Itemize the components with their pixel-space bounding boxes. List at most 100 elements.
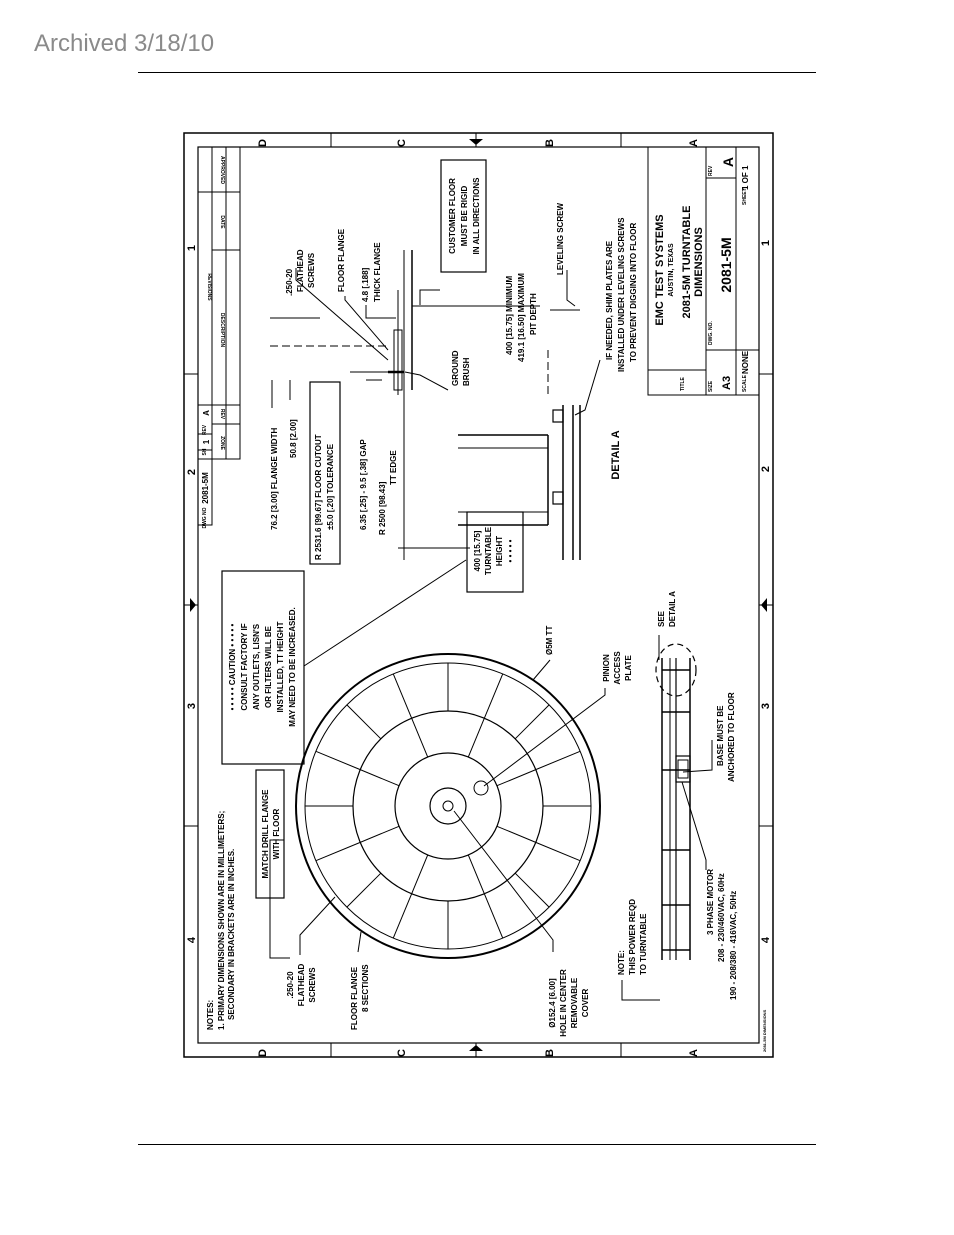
outer-section-line bbox=[315, 841, 361, 862]
zone-number: 4 bbox=[186, 936, 198, 943]
title-label: TITLE bbox=[680, 376, 686, 391]
detail-height-1: 400 [15.75] bbox=[473, 530, 482, 571]
detail-brush-2: BRUSH bbox=[462, 357, 471, 386]
plan-hole-1: Ø152.4 [6.00] bbox=[548, 978, 557, 1028]
flange-section-lines bbox=[305, 663, 591, 949]
caution-line3: ANY OUTLETS, LISN'S bbox=[252, 623, 261, 710]
plan-flange-1: FLOOR FLANGE bbox=[350, 966, 359, 1030]
zone-numbers-left: 1 2 3 4 bbox=[186, 245, 198, 943]
title-dwg: 2081-5M bbox=[718, 237, 734, 292]
title-size-label: SIZE bbox=[708, 380, 714, 392]
pinion-access-plate bbox=[473, 780, 489, 796]
title-line-1: 2081-5M TURNTABLE bbox=[681, 206, 693, 319]
detail-gap: 6.35 [.25] - 9.5 [.38] GAP bbox=[359, 439, 368, 530]
zone-number: 4 bbox=[760, 936, 772, 943]
title-rev: A bbox=[720, 157, 736, 167]
zone-number: 2 bbox=[760, 466, 772, 472]
zone-arrows bbox=[190, 139, 767, 1051]
inner-section-line bbox=[360, 769, 400, 787]
power-note: NOTE: THIS POWER REQD TO TURNTABLE 3 PHA… bbox=[617, 869, 738, 1000]
zone-letter: C bbox=[396, 1049, 408, 1057]
turntable-height-box bbox=[466, 511, 524, 593]
detail-a-leaders bbox=[295, 268, 601, 416]
outer-section-line bbox=[346, 872, 382, 908]
detail-screws-2: FLATHEAD bbox=[296, 249, 305, 292]
plan-screws-3: SCREWS bbox=[308, 967, 317, 1003]
revisions-dwg-no: 2081-5M bbox=[201, 472, 210, 504]
title-sheet: 1 OF 1 bbox=[741, 165, 750, 190]
outer-section-line bbox=[514, 872, 550, 908]
revisions-text: REVISIONS DESCRIPTION DATE APPROVED ZONE… bbox=[202, 156, 225, 529]
inner-section-line bbox=[411, 854, 429, 894]
outer-section-line bbox=[346, 704, 382, 740]
power-note-3: TO TURNTABLE bbox=[639, 913, 648, 975]
zone-letter: A bbox=[688, 139, 700, 147]
zone-letter: D bbox=[257, 139, 269, 147]
plan-pinion-1: PINION bbox=[602, 654, 611, 682]
plan-hole-4: COVER bbox=[581, 989, 590, 1018]
inner-section-line bbox=[411, 718, 429, 758]
header-rule bbox=[138, 72, 816, 73]
match-drill-text: MATCH DRILL FLANGE WITH FLOOR bbox=[261, 789, 281, 879]
turntable-elevation bbox=[655, 643, 697, 960]
detail-rigid-3: IN ALL DIRECTIONS bbox=[472, 177, 481, 255]
zone-letters-bottom: D C B A bbox=[257, 1049, 700, 1057]
caution-text: • • • • • CAUTION • • • • • CONSULT FACT… bbox=[228, 607, 297, 726]
plan-hole-2: HOLE IN CENTER bbox=[559, 969, 568, 1037]
detail-cutout-1: R 2531.6 [99.67] FLOOR CUTOUT bbox=[314, 434, 323, 560]
caution-line4: OR FILTERS WILL BE bbox=[264, 625, 273, 708]
detail-screws-1: .250-20 bbox=[285, 268, 294, 296]
zone-letter: A bbox=[688, 1049, 700, 1057]
outer-section-line bbox=[483, 893, 504, 939]
corner-note: 2081-5M DIMENSIONS bbox=[762, 1009, 767, 1052]
detail-dim-508: 50.8 [2.00] bbox=[289, 419, 298, 458]
detail-rigid-1: CUSTOMER FLOOR bbox=[448, 178, 457, 254]
power-note-2: THIS POWER REQD bbox=[628, 899, 637, 975]
detail-leveling: LEVELING SCREW bbox=[556, 203, 565, 275]
title-city: AUSTIN, TEXAS bbox=[668, 243, 675, 297]
revisions-col-approved: APPROVED bbox=[219, 156, 225, 184]
revisions-rev-value: A bbox=[202, 410, 211, 416]
see-detail-callout bbox=[655, 643, 697, 697]
revisions-col-rev: REV bbox=[219, 409, 225, 420]
match-drill-line2: WITH FLOOR bbox=[272, 808, 281, 859]
caution-line5: INSTALLED, TT HEIGHT bbox=[276, 621, 285, 712]
zone-letter: B bbox=[544, 139, 556, 147]
zone-letter: B bbox=[544, 1049, 556, 1057]
revisions-sheet-label: SH bbox=[202, 448, 208, 455]
title-dwg-label: DWG. NO. bbox=[708, 321, 714, 345]
detail-rigid-2: MUST BE RIGID bbox=[460, 186, 469, 247]
detail-thick-1: 4.8 [.188] bbox=[361, 267, 370, 302]
zone-number: 1 bbox=[186, 245, 198, 251]
outer-section-line bbox=[514, 704, 550, 740]
notes-heading: NOTES: bbox=[206, 1000, 215, 1030]
detail-screws-3: SCREWS bbox=[307, 252, 316, 288]
title-company: EMC TEST SYSTEMS bbox=[654, 214, 666, 325]
zone-number: 2 bbox=[186, 469, 198, 475]
detail-height-3: HEIGHT bbox=[495, 536, 504, 566]
plan-leaders bbox=[269, 659, 606, 959]
outer-section-line bbox=[392, 893, 413, 939]
notes: NOTES: 1. PRIMARY DIMENSIONS SHOWN ARE I… bbox=[206, 811, 236, 1030]
revisions-values: 2081-5M 1 A bbox=[201, 410, 211, 504]
title-block-text: EMC TEST SYSTEMS AUSTIN, TEXAS TITLE 208… bbox=[654, 157, 750, 392]
revisions-rev-label: REV bbox=[202, 424, 208, 435]
detail-shim-1: IF NEEDED, SHIM PLATES ARE bbox=[605, 240, 614, 360]
zone-numbers-right: 1 2 3 4 bbox=[760, 240, 772, 943]
zone-letters-top: D C B A bbox=[257, 139, 700, 147]
zone-ticks bbox=[184, 133, 773, 1057]
detail-brush-1: GROUND bbox=[451, 350, 460, 386]
title-size: A3 bbox=[721, 376, 733, 390]
caution-leader bbox=[303, 559, 467, 667]
detail-thick-2: THICK FLANGE bbox=[373, 242, 382, 302]
detail-pit-1: 400 [15.75] MINIMUM bbox=[505, 276, 514, 355]
outer-section-line bbox=[392, 673, 413, 719]
notes-line2: SECONDARY IN BRACKETS ARE IN INCHES. bbox=[227, 849, 236, 1020]
detail-shim-2: INSTALLED UNDER LEVELING SCREWS bbox=[617, 217, 626, 372]
power-leader bbox=[621, 980, 660, 1001]
power-note-1: NOTE: bbox=[617, 950, 626, 975]
elevation-base-1: BASE MUST BE bbox=[716, 705, 725, 766]
detail-a-drawing bbox=[270, 250, 581, 560]
revisions-col-zone: ZONE bbox=[219, 436, 225, 451]
